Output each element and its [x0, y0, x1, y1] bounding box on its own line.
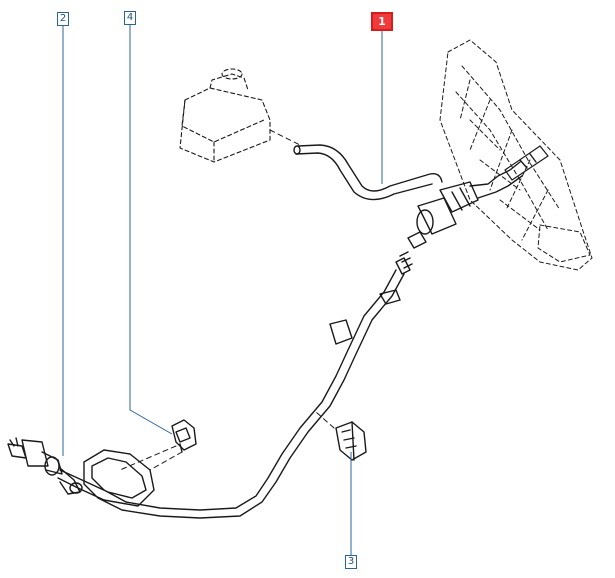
master-cylinder	[407, 145, 549, 249]
callout-1[interactable]: 1	[371, 12, 393, 31]
leader-line-4	[129, 24, 173, 435]
pipe-fitting-upper	[395, 251, 413, 275]
supply-hose	[297, 144, 443, 192]
fluid-reservoir	[179, 68, 271, 163]
clip-connection-dash-1	[119, 445, 177, 471]
callout-3[interactable]: 3	[345, 555, 357, 569]
pipe-clip	[171, 419, 197, 453]
hydraulic-pipe	[57, 269, 405, 519]
clip-connection-dash-2	[149, 451, 183, 471]
callout-2[interactable]: 2	[57, 12, 69, 26]
retaining-clip	[335, 421, 367, 461]
callout-4[interactable]: 4	[124, 11, 136, 25]
reservoir-connection-dash	[269, 129, 301, 146]
retaining-clip-dash	[315, 411, 335, 429]
clutch-pedal-assembly	[439, 39, 593, 271]
slave-cylinder-fitting	[7, 437, 83, 495]
